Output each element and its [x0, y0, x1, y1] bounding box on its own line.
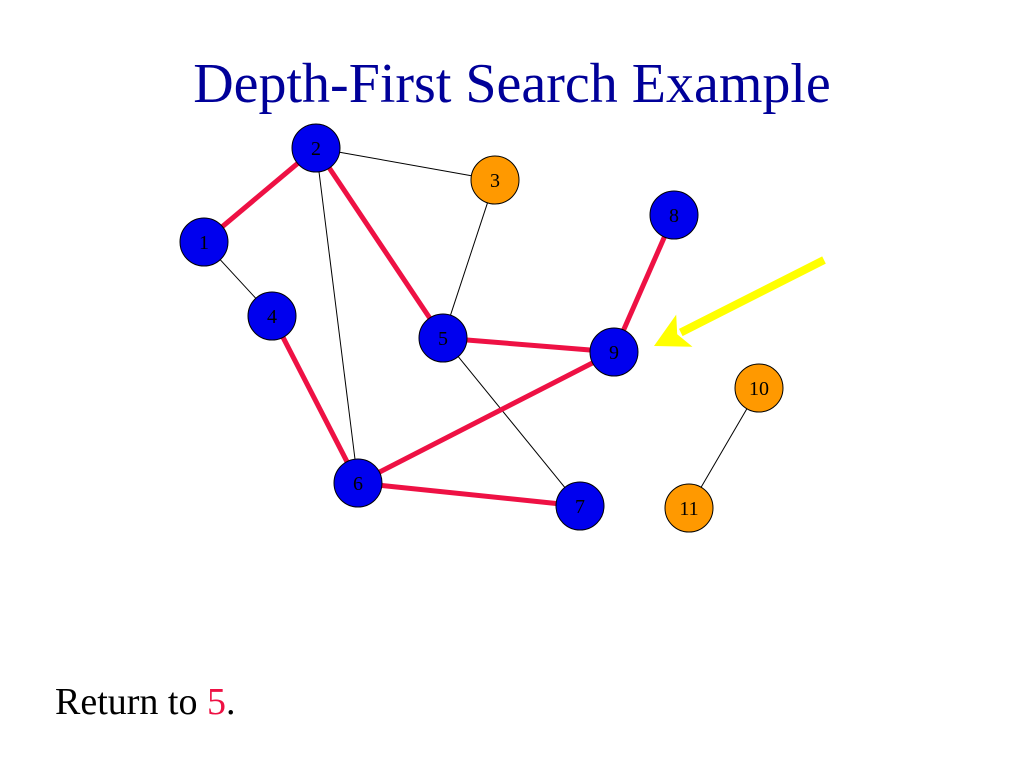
node-label-4: 4: [267, 306, 277, 328]
tree-edge-6-7: [381, 483, 557, 506]
tree-edge-9-6: [378, 360, 594, 475]
node-5: 5: [418, 313, 468, 363]
node-2: 2: [291, 123, 341, 173]
node-11: 11: [664, 483, 714, 533]
caption-prefix: Return to: [55, 681, 207, 723]
node-circle-5: [418, 313, 468, 363]
node-6: 6: [333, 458, 383, 508]
tree-edge-1-2: [220, 161, 300, 229]
node-circle-3: [470, 155, 520, 205]
node-3: 3: [470, 155, 520, 205]
edge-2-6: [318, 171, 356, 460]
edge-2-3: [339, 151, 472, 177]
node-label-10: 10: [749, 378, 769, 400]
edge-5-7: [457, 356, 566, 488]
node-label-11: 11: [679, 498, 698, 520]
arrow-layer: [654, 256, 826, 347]
node-label-3: 3: [490, 170, 500, 192]
tree-edge-2-5: [327, 166, 432, 320]
caption-highlight-node: 5: [206, 681, 226, 723]
node-circle-4: [247, 291, 297, 341]
node-circle-11: [664, 483, 714, 533]
node-label-7: 7: [575, 496, 585, 518]
slide-title: Depth-First Search Example: [193, 53, 831, 115]
node-circle-1: [179, 217, 229, 267]
node-circle-9: [589, 327, 639, 377]
node-7: 7: [555, 481, 605, 531]
node-label-8: 8: [669, 205, 679, 227]
node-9: 9: [589, 327, 639, 377]
node-label-6: 6: [353, 473, 363, 495]
node-1: 1: [179, 217, 229, 267]
node-circle-6: [333, 458, 383, 508]
node-circle-2: [291, 123, 341, 173]
node-10: 10: [734, 363, 784, 413]
edges-layer: [219, 151, 748, 506]
node-circle-8: [649, 190, 699, 240]
tree-edge-5-9: [466, 337, 591, 353]
nodes-layer: 1 2 3 4 5 6 7 8 9 10 11: [179, 123, 784, 533]
yellow-arrow-icon: [654, 256, 826, 347]
node-circle-10: [734, 363, 784, 413]
node-label-5: 5: [438, 328, 448, 350]
node-label-2: 2: [311, 138, 321, 160]
node-8: 8: [649, 190, 699, 240]
pointer-arrow-head: [654, 314, 693, 347]
node-4: 4: [247, 291, 297, 341]
caption-suffix: .: [225, 681, 236, 723]
edge-10-11: [700, 408, 748, 488]
node-circle-7: [555, 481, 605, 531]
edge-3-5: [450, 202, 488, 316]
caption: Return to 5.: [55, 680, 235, 724]
tree-edge-9-8: [621, 235, 667, 332]
pointer-arrow-shaft: [678, 256, 826, 337]
tree-edge-6-4: [280, 336, 350, 463]
edge-1-4: [219, 259, 257, 299]
node-label-9: 9: [609, 342, 619, 364]
node-label-1: 1: [199, 232, 209, 254]
